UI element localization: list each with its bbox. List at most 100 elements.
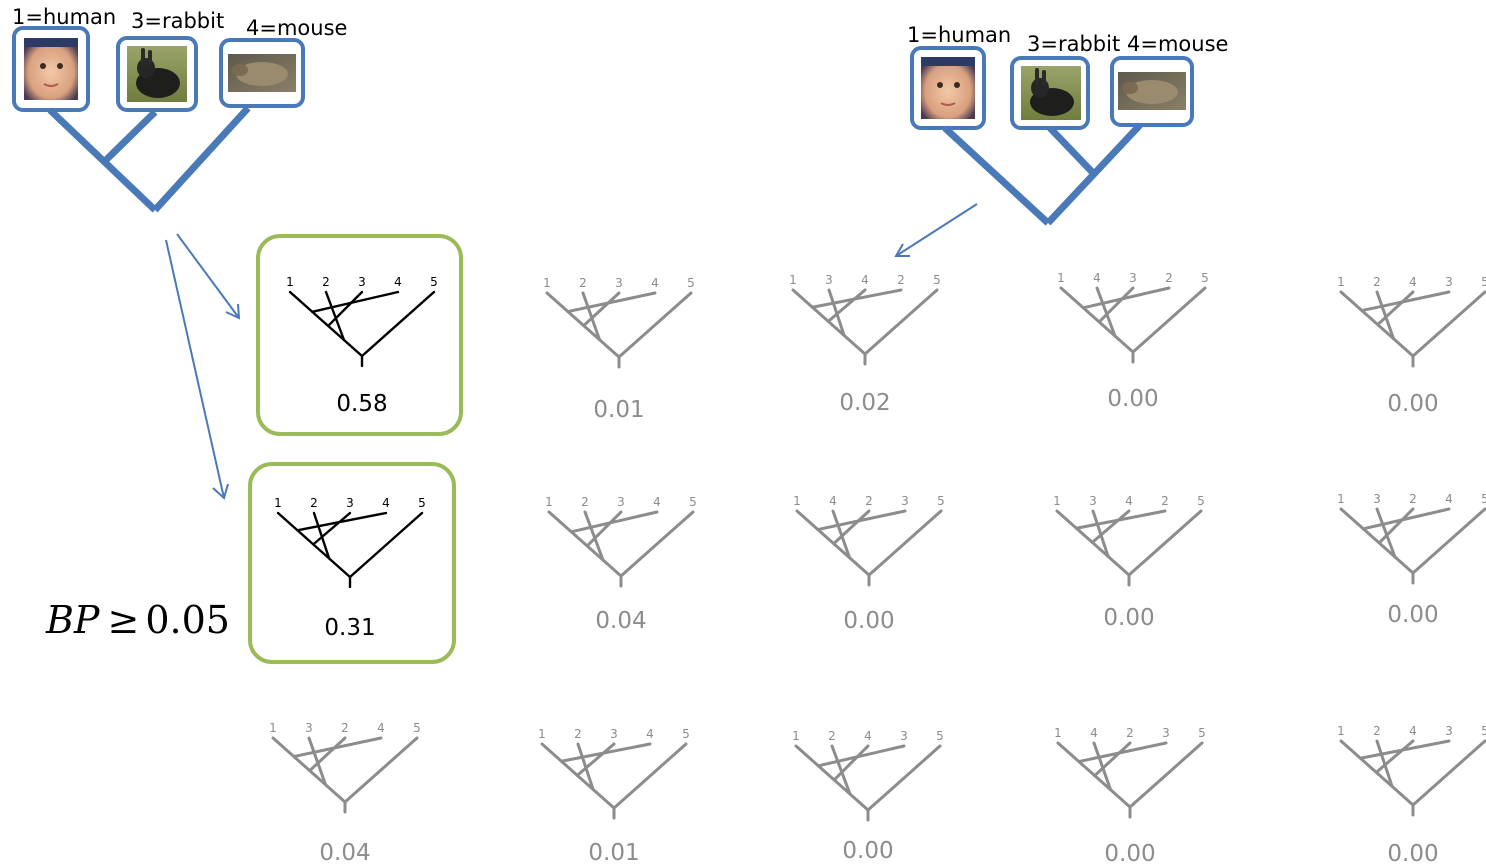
tree-branch bbox=[831, 509, 852, 560]
tip-label: 1 bbox=[789, 273, 797, 287]
tip-label: 4 bbox=[1093, 271, 1101, 285]
tree-branch bbox=[1077, 741, 1168, 764]
tip-label: 2 bbox=[322, 275, 330, 289]
tip-label: 1 bbox=[543, 276, 551, 290]
rabbit-photo-icon bbox=[116, 36, 198, 112]
tip-label: 4 bbox=[829, 494, 837, 508]
bp-value: 0.00 bbox=[1107, 386, 1158, 412]
tip-label: 3 bbox=[305, 721, 313, 735]
tip-label: 1 bbox=[1337, 492, 1345, 506]
tree-branch bbox=[312, 511, 352, 546]
tip-label: 1 bbox=[792, 729, 800, 743]
tree-branch bbox=[292, 736, 383, 759]
tree-branch bbox=[612, 742, 688, 810]
tree-branch bbox=[832, 744, 870, 782]
tip-label: 3 bbox=[1445, 724, 1453, 738]
tip-label: 1 bbox=[269, 721, 277, 735]
tree-branch bbox=[296, 511, 388, 532]
tree-branch bbox=[832, 509, 871, 546]
bp-value: 0.01 bbox=[588, 840, 639, 866]
tip-label: 5 bbox=[689, 495, 697, 509]
arrow-to-tree-1 bbox=[176, 233, 241, 320]
bp-value: 0.04 bbox=[319, 840, 370, 866]
tree-branch bbox=[810, 288, 903, 309]
tip-label: 5 bbox=[1197, 494, 1205, 508]
tree-branch bbox=[324, 290, 346, 342]
tip-label: 4 bbox=[382, 496, 390, 510]
tree-branch bbox=[569, 510, 659, 534]
tree-branch bbox=[1081, 286, 1171, 310]
tree-branch bbox=[867, 509, 943, 577]
tip-label: 5 bbox=[1481, 275, 1486, 289]
tree-branch bbox=[1090, 509, 1131, 544]
tree-branch bbox=[1361, 507, 1451, 531]
species-tree-left-branches bbox=[47, 105, 251, 213]
bp-value: 0.31 bbox=[324, 615, 375, 641]
label-rabbit: 3=rabbit bbox=[1027, 32, 1120, 56]
tip-label: 5 bbox=[1481, 492, 1486, 506]
tree-branch bbox=[1411, 290, 1486, 358]
tip-label: 4 bbox=[394, 275, 402, 289]
tip-label: 5 bbox=[1481, 724, 1486, 738]
tip-label: 4 bbox=[653, 495, 661, 509]
tree-branch bbox=[1376, 290, 1415, 327]
tip-label: 4 bbox=[377, 721, 385, 735]
tip-label: 5 bbox=[682, 727, 690, 741]
bp-value: 0.01 bbox=[593, 397, 644, 423]
bp-value: 0.00 bbox=[1103, 605, 1154, 631]
label-human: 1=human bbox=[12, 5, 116, 29]
tip-label: 3 bbox=[1089, 494, 1097, 508]
tip-label: 2 bbox=[1373, 724, 1381, 738]
label-mouse: 4=mouse bbox=[246, 16, 347, 40]
tip-label: 4 bbox=[864, 729, 872, 743]
arrows bbox=[165, 203, 978, 500]
tree-branch bbox=[1092, 741, 1113, 792]
mouse-photo-icon bbox=[219, 38, 305, 108]
threshold-label: BP≥0.05 bbox=[45, 598, 230, 642]
bp-value: 0.00 bbox=[842, 838, 893, 864]
threshold-symbol: ≥ bbox=[108, 598, 140, 642]
tip-label: 3 bbox=[1373, 492, 1381, 506]
tree-branch bbox=[307, 736, 328, 787]
tree-branch bbox=[360, 290, 436, 358]
tip-label: 1 bbox=[1337, 724, 1345, 738]
bp-value: 0.04 bbox=[595, 608, 646, 634]
tip-label: 3 bbox=[358, 275, 366, 289]
tip-label: 1 bbox=[793, 494, 801, 508]
tree-branch bbox=[794, 744, 870, 812]
tip-label: 3 bbox=[610, 727, 618, 741]
tip-label: 1 bbox=[286, 275, 294, 289]
tree-branch bbox=[581, 291, 602, 342]
tree-branch bbox=[863, 288, 939, 356]
tree-branch bbox=[326, 290, 364, 328]
label-mouse: 4=mouse bbox=[1127, 32, 1228, 56]
tree-branch bbox=[1374, 739, 1415, 774]
tree-branch bbox=[1375, 507, 1397, 559]
tip-label: 4 bbox=[861, 273, 869, 287]
tip-label: 3 bbox=[617, 495, 625, 509]
tree-branch bbox=[816, 744, 906, 768]
tip-label: 2 bbox=[897, 273, 905, 287]
tree-branch bbox=[583, 510, 605, 562]
tip-label: 3 bbox=[346, 496, 354, 510]
tree-branch bbox=[1074, 509, 1167, 530]
tree-branch bbox=[582, 291, 621, 328]
human-photo-icon bbox=[910, 46, 986, 130]
mouse-photo-icon bbox=[1110, 56, 1194, 127]
tip-label: 1 bbox=[1057, 271, 1065, 285]
tip-label: 2 bbox=[828, 729, 836, 743]
tip-label: 2 bbox=[865, 494, 873, 508]
